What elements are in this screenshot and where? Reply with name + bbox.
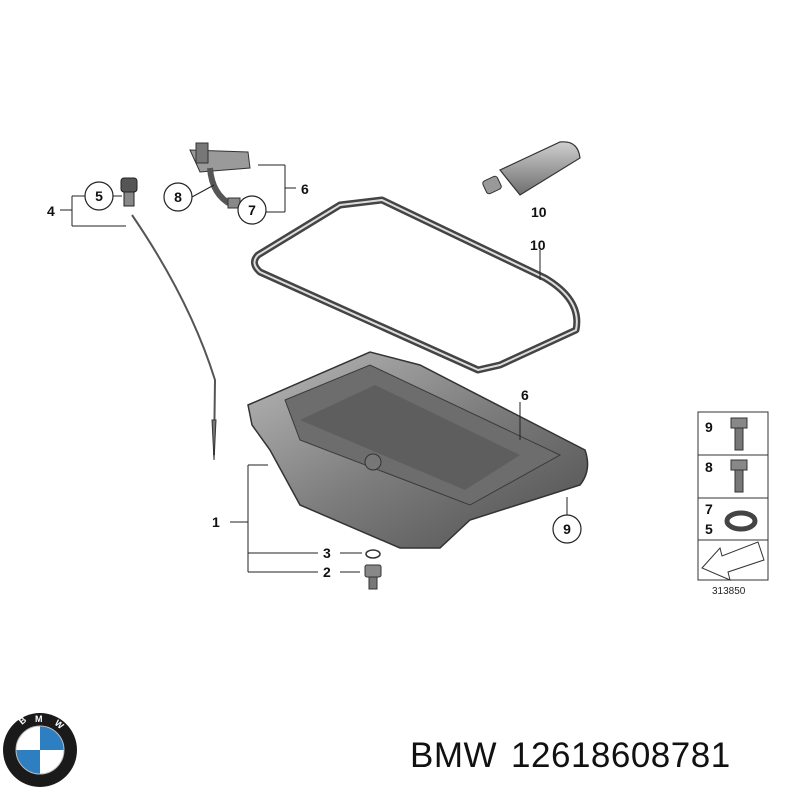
callout-8-circle	[163, 182, 193, 212]
legend-label-9: 9	[705, 419, 713, 435]
diagram-reference-number: 313850	[712, 586, 746, 597]
callout-5: 5	[95, 188, 103, 204]
callout-8: 8	[174, 189, 182, 205]
brand-name: BMW	[410, 736, 498, 775]
callout-4-bracket	[60, 195, 126, 227]
logo-letter-m: M	[35, 714, 43, 724]
seal-ring	[365, 549, 381, 559]
callout-10-tube: 10	[531, 204, 547, 220]
callout-7: 7	[248, 202, 256, 218]
legend-label-7: 7	[705, 501, 713, 517]
callout-9-circle	[552, 514, 582, 544]
dipstick	[120, 177, 217, 461]
sealant-tube	[482, 141, 581, 196]
callout-10-gasket: 10	[530, 237, 546, 253]
logo-letter-b: B	[17, 714, 29, 726]
callout-4: 4	[47, 203, 55, 219]
callout-6-tube: 6	[301, 181, 309, 197]
callout-5-circle	[84, 181, 114, 211]
callout-1: 1	[212, 514, 220, 530]
hardware-legend: 9 8 7 5 313850	[697, 411, 769, 597]
part-number: 12618608781	[511, 736, 731, 775]
part-caption: BMW 12618608781	[410, 736, 745, 776]
o-ring-icon	[724, 510, 758, 532]
drain-plug	[364, 564, 382, 590]
callout-9: 9	[563, 521, 571, 537]
callout-6-pan: 6	[521, 387, 529, 403]
oil-pan-gasket	[251, 196, 581, 374]
legend-label-8: 8	[705, 459, 713, 475]
bolt-9-icon	[730, 417, 748, 451]
arrow-icon	[701, 541, 765, 581]
oil-pan	[247, 351, 589, 549]
dipstick-guide-tube	[189, 142, 251, 209]
bmw-logo: B M W	[3, 713, 77, 787]
callout-6-bracket	[191, 164, 296, 213]
bolt-8-icon	[730, 459, 748, 493]
callout-7-circle	[237, 195, 267, 225]
callout-2: 2	[323, 564, 331, 580]
legend-label-5: 5	[705, 521, 713, 537]
callout-1-bracket	[230, 464, 362, 573]
callout-3: 3	[323, 545, 331, 561]
